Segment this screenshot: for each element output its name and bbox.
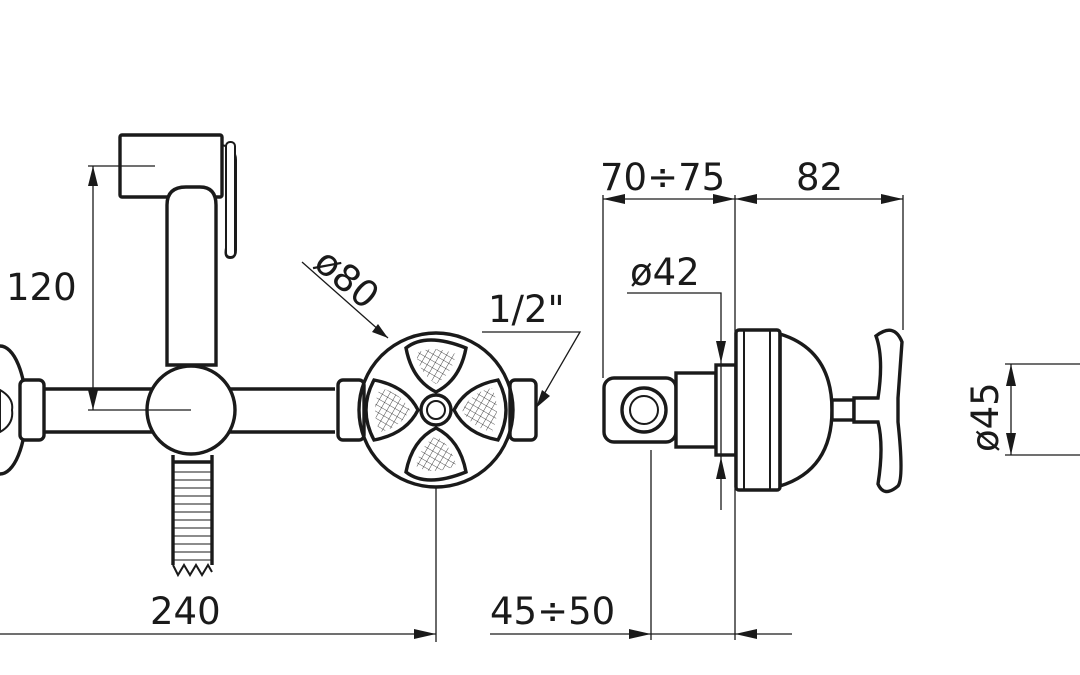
dim-dia-80: ø80 [301, 240, 389, 339]
dim-240-label: 240 [150, 590, 221, 633]
dim-70-75: 70÷75 [600, 156, 736, 640]
dim-dia-45-label: ø45 [964, 382, 1007, 452]
dim-45-50: 45÷50 [490, 450, 792, 640]
dim-dia-80-label: ø80 [306, 240, 387, 318]
dim-240: 240 [0, 487, 437, 642]
side-view: 70÷75 82 ø42 45÷50 [490, 156, 904, 640]
flexible-hose [171, 455, 214, 578]
dim-82-label: 82 [796, 156, 843, 199]
dim-dia-42-label: ø42 [630, 251, 700, 294]
left-valve-partial [0, 344, 46, 476]
dim-dia-42: ø42 [627, 251, 726, 510]
dim-120: 120 [6, 165, 191, 411]
dim-82: 82 [735, 156, 904, 330]
dim-70-75-label: 70÷75 [600, 156, 725, 199]
dim-thread: 1/2" [482, 288, 582, 409]
right-valve [336, 331, 538, 489]
shower-handset [118, 133, 237, 367]
front-view: 120 ø80 1/2" 240 [0, 133, 582, 642]
dim-45-50-label: 45÷50 [490, 590, 615, 633]
dim-dia-45: ø45 [964, 363, 1080, 456]
dim-thread-label: 1/2" [488, 288, 565, 331]
dim-120-label: 120 [6, 266, 77, 309]
